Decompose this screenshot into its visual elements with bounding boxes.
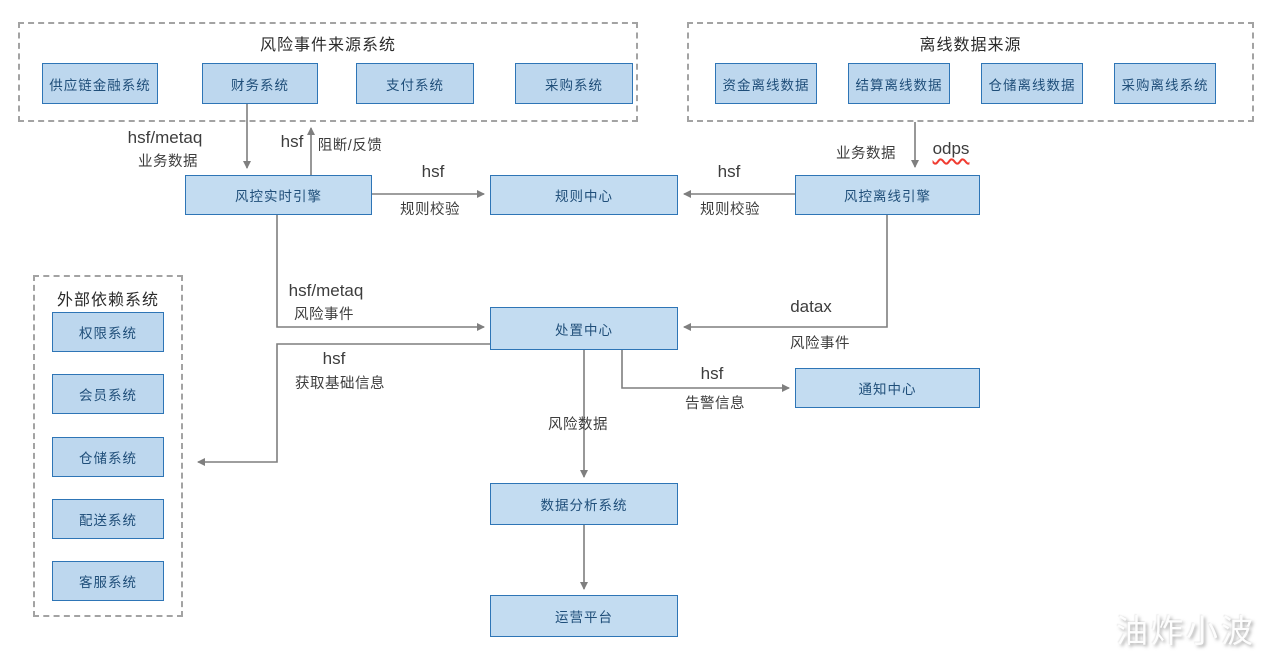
node-notification-center: 通知中心 — [795, 368, 980, 408]
label-off-rule-protocol: hsf — [717, 162, 741, 181]
label-risk-data: 风险数据 — [548, 417, 608, 433]
label-odps: odps — [932, 139, 970, 158]
node-realtime-risk-engine: 风控实时引擎 — [185, 175, 372, 215]
node-disposal-center: 处置中心 — [490, 307, 678, 350]
node-permission-system: 权限系统 — [52, 312, 164, 352]
label-rt-rule-protocol: hsf — [421, 162, 445, 181]
label-base-info: 获取基础信息 — [295, 376, 385, 392]
edge-offline-engine-to-disposal — [683, 215, 888, 331]
label-risk-event-protocol: hsf/metaq — [288, 281, 364, 300]
label-datax-risk-event: 风险事件 — [790, 336, 850, 352]
label-risk-event: 风险事件 — [294, 307, 354, 323]
node-rule-center: 规则中心 — [490, 175, 678, 215]
label-rt-rule-check: 规则校验 — [400, 202, 460, 218]
group-risk-event-sources: 风险事件来源系统 供应链金融系统 财务系统 支付系统 采购系统 — [18, 22, 638, 122]
label-block-protocol: hsf — [280, 132, 304, 151]
label-off-business-in: 业务数据 — [836, 146, 896, 162]
node-finance-system: 财务系统 — [202, 63, 318, 104]
node-warehouse-offline-data: 仓储离线数据 — [981, 63, 1083, 104]
node-customer-service-system: 客服系统 — [52, 561, 164, 601]
label-alert-info: 告警信息 — [685, 396, 745, 412]
label-off-rule-check: 规则校验 — [700, 202, 760, 218]
label-alert-protocol: hsf — [700, 364, 724, 383]
node-delivery-system: 配送系统 — [52, 499, 164, 539]
label-business-in-protocol: hsf/metaq — [127, 128, 203, 147]
node-procurement-offline-system: 采购离线系统 — [1114, 63, 1216, 104]
node-payment-system: 支付系统 — [356, 63, 474, 104]
node-settlement-offline-data: 结算离线数据 — [848, 63, 950, 104]
label-business-in: 业务数据 — [138, 154, 198, 170]
node-offline-risk-engine: 风控离线引擎 — [795, 175, 980, 215]
node-member-system: 会员系统 — [52, 374, 164, 414]
label-base-info-protocol: hsf — [322, 349, 346, 368]
node-operation-platform: 运营平台 — [490, 595, 678, 637]
group-title: 离线数据来源 — [919, 37, 1022, 54]
label-datax: datax — [790, 297, 832, 316]
node-supply-chain-finance: 供应链金融系统 — [42, 63, 158, 104]
node-warehouse-system: 仓储系统 — [52, 437, 164, 477]
group-title: 风险事件来源系统 — [259, 37, 396, 54]
group-offline-data-sources: 离线数据来源 资金离线数据 结算离线数据 仓储离线数据 采购离线系统 — [687, 22, 1254, 122]
node-fund-offline-data: 资金离线数据 — [715, 63, 817, 104]
label-block-feedback: 阻断/反馈 — [317, 138, 383, 154]
node-data-analysis-system: 数据分析系统 — [490, 483, 678, 525]
group-external-dependencies: 外部依赖系统 权限系统 会员系统 仓储系统 配送系统 客服系统 — [33, 275, 183, 617]
watermark: 油炸小波 — [1115, 613, 1256, 649]
node-procurement-system: 采购系统 — [515, 63, 633, 104]
group-title: 外部依赖系统 — [56, 292, 159, 309]
